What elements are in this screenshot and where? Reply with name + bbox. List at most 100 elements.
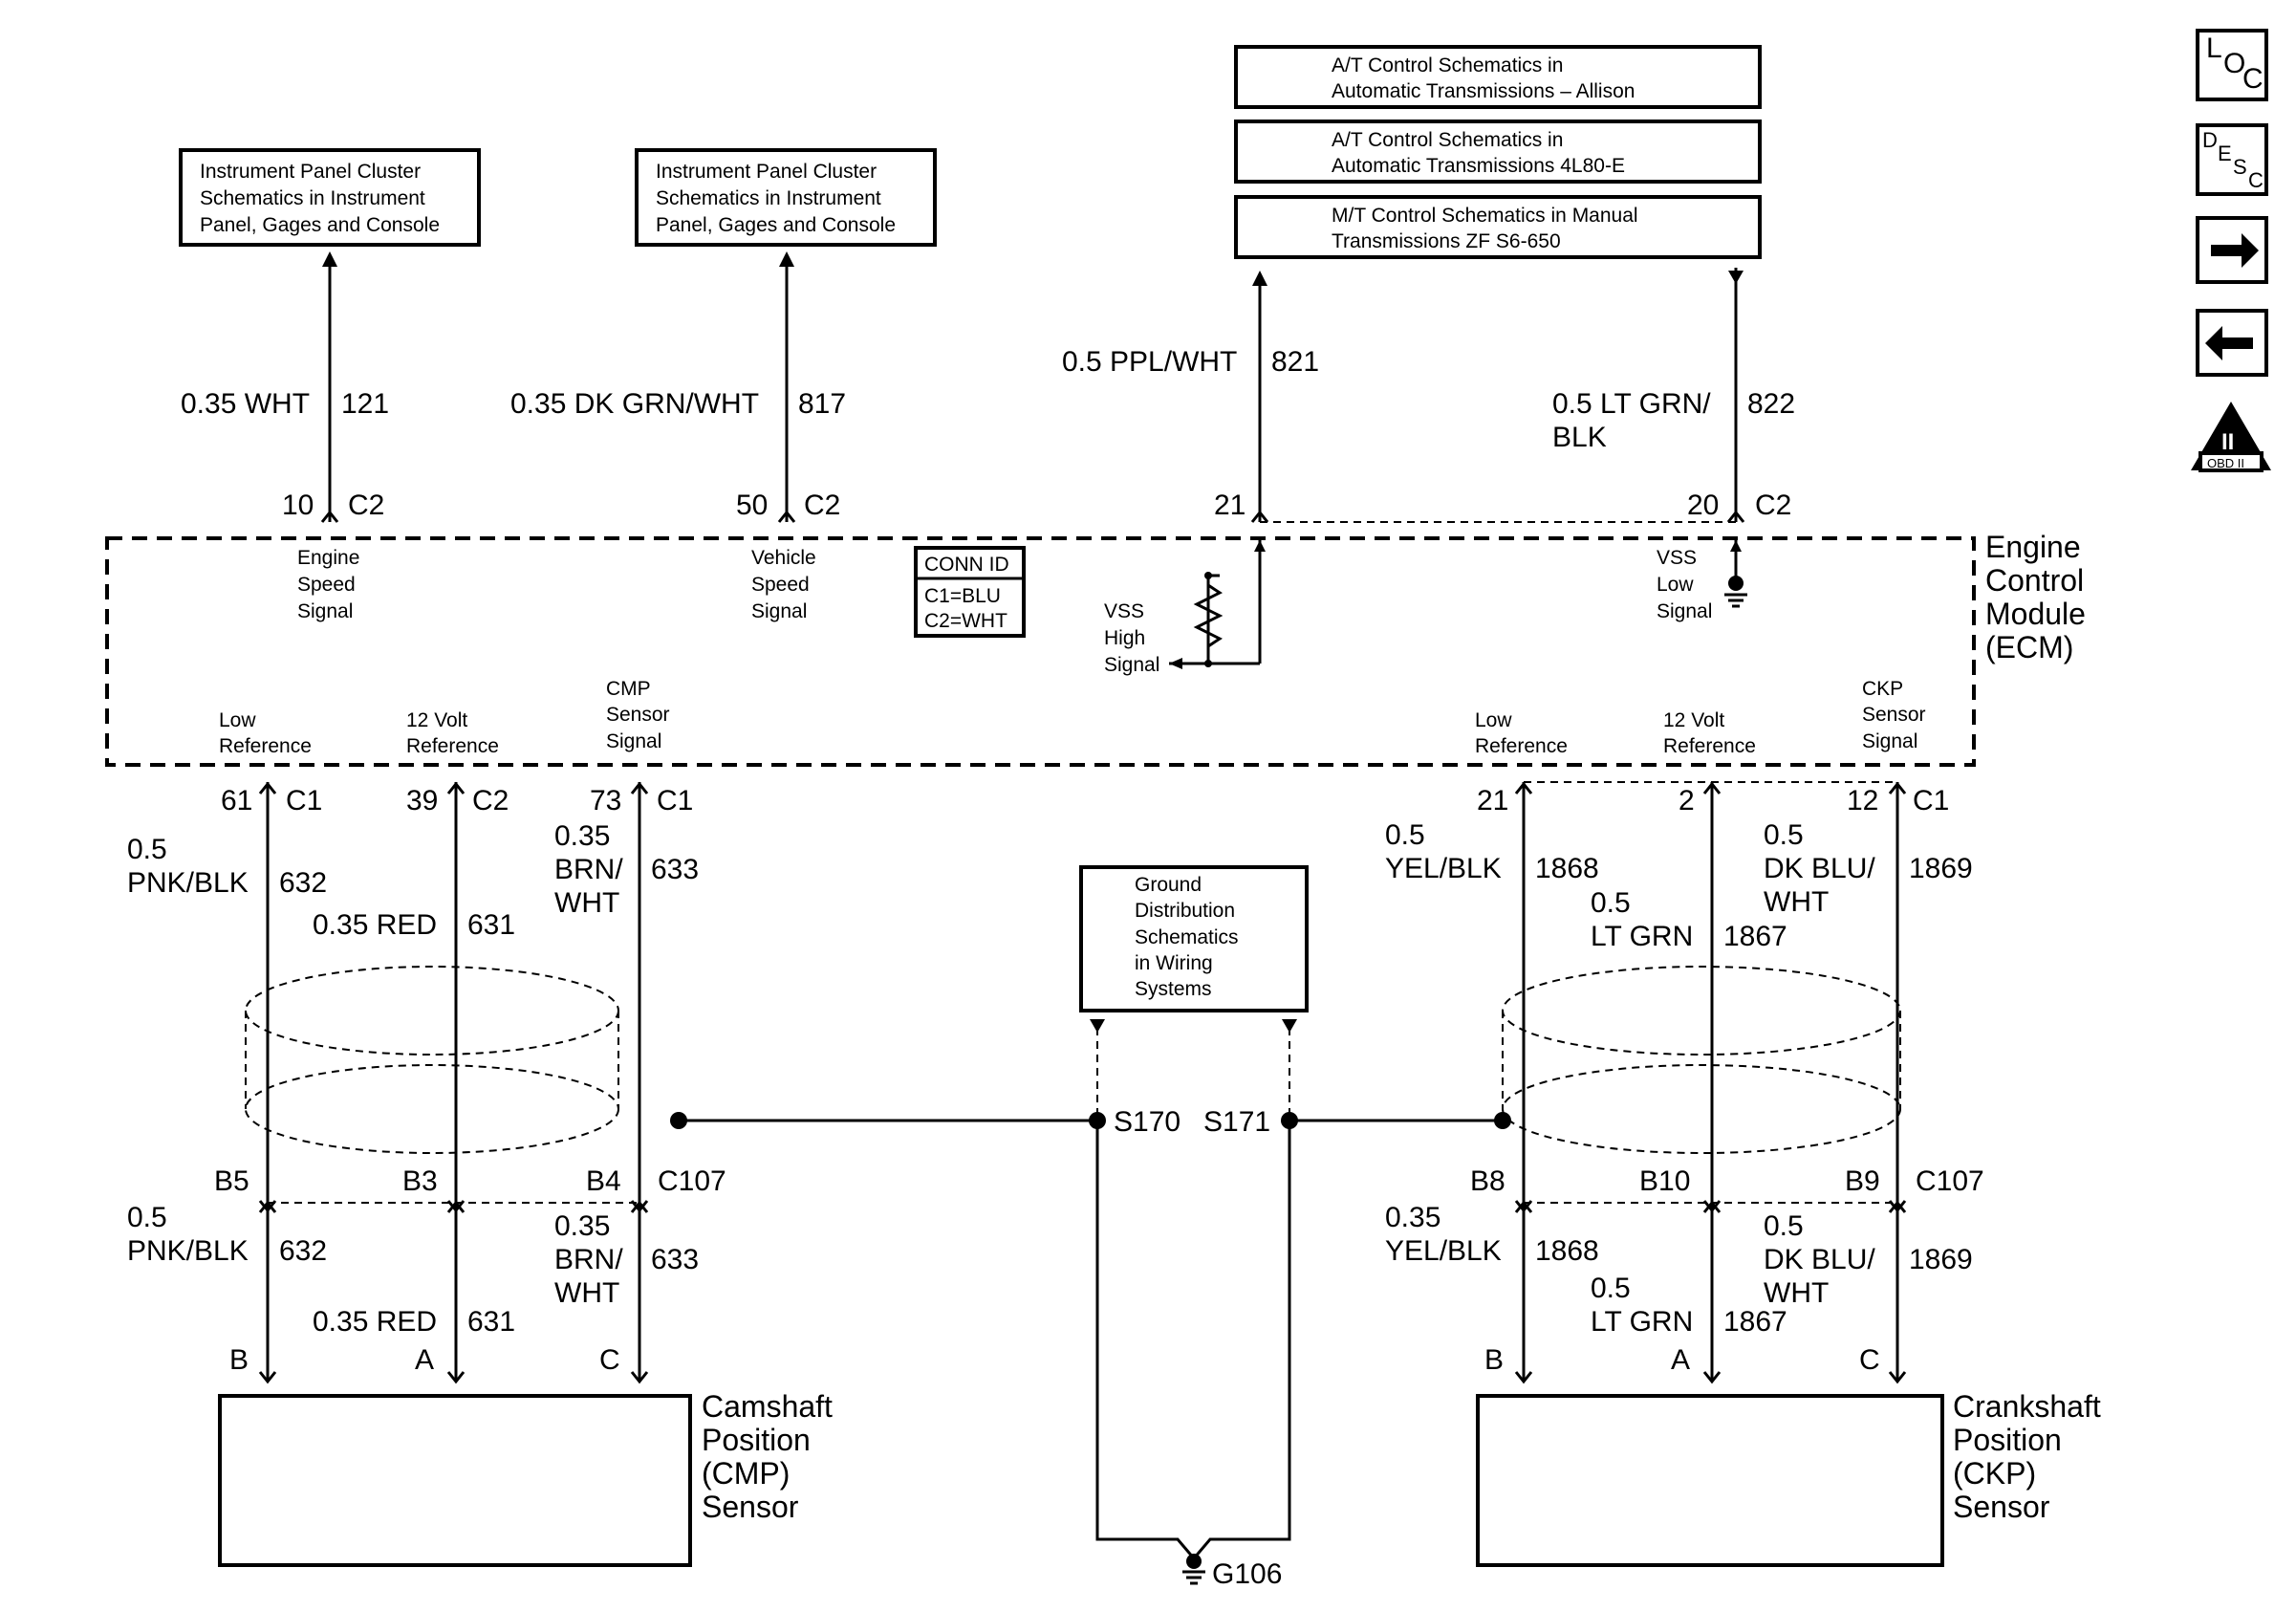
svg-text:Vehicle: Vehicle — [751, 547, 816, 569]
label-cmp-sensor-signal: CMP Sensor Signal — [606, 678, 670, 752]
svg-text:BRN/: BRN/ — [554, 854, 623, 885]
svg-text:1868: 1868 — [1535, 853, 1599, 884]
wire-633[interactable]: 73 C1 0.35 BRN/ WHT 633 B4 C107 0.35 BRN… — [554, 781, 726, 1384]
wire-1869[interactable]: 12 C1 0.5 DK BLU/ WHT 1869 B9 C107 0.5 D… — [1764, 781, 1984, 1384]
svg-text:Speed: Speed — [751, 574, 810, 596]
svg-text:Distribution: Distribution — [1135, 900, 1235, 922]
svg-text:0.5: 0.5 — [1591, 887, 1631, 919]
svg-text:632: 632 — [279, 867, 327, 899]
svg-text:C: C — [2248, 168, 2264, 192]
svg-text:Control: Control — [1985, 563, 2084, 598]
svg-text:C: C — [1859, 1344, 1880, 1376]
svg-text:Speed: Speed — [297, 574, 356, 596]
splice-s170[interactable]: S170 — [1089, 1019, 1180, 1535]
svg-text:631: 631 — [467, 1306, 515, 1338]
svg-text:Camshaft: Camshaft — [702, 1389, 833, 1424]
drain-wire-left — [670, 1112, 1097, 1129]
svg-text:Automatic Transmissions 4L80-E: Automatic Transmissions 4L80-E — [1332, 155, 1625, 177]
svg-text:633: 633 — [651, 1244, 699, 1275]
ref-box-mt-zf[interactable]: M/T Control Schematics in Manual Transmi… — [1234, 195, 1762, 259]
svg-text:DK BLU/: DK BLU/ — [1764, 1244, 1875, 1275]
ref-box-at-allison[interactable]: A/T Control Schematics in Automatic Tran… — [1234, 45, 1762, 109]
ckp-sensor-label: Crankshaft Position (CKP) Sensor — [1953, 1389, 2101, 1524]
ecm-boundary — [105, 536, 1976, 767]
vss-low-ground-icon — [1724, 540, 1747, 608]
ref-box-ground-distribution[interactable]: Ground Distribution Schematics in Wiring… — [1079, 865, 1309, 1012]
cmp-sensor-label: Camshaft Position (CMP) Sensor — [702, 1389, 833, 1524]
svg-text:Sensor: Sensor — [1953, 1490, 2050, 1524]
svg-text:B9: B9 — [1845, 1165, 1880, 1197]
ref-box-ipc-mid[interactable]: Instrument Panel Cluster Schematics in I… — [635, 148, 937, 247]
svg-text:Schematics in Instrument: Schematics in Instrument — [200, 187, 425, 209]
svg-text:39: 39 — [406, 785, 438, 816]
svg-text:Transmissions ZF S6-650: Transmissions ZF S6-650 — [1332, 230, 1561, 252]
svg-text:Instrument Panel Cluster: Instrument Panel Cluster — [200, 161, 421, 183]
svg-text:WHT: WHT — [1764, 1277, 1829, 1309]
svg-text:817: 817 — [798, 388, 846, 420]
svg-text:0.35 WHT: 0.35 WHT — [181, 388, 310, 420]
svg-text:CMP: CMP — [606, 678, 651, 700]
svg-text:Signal: Signal — [1104, 654, 1159, 676]
svg-text:1867: 1867 — [1723, 921, 1787, 952]
svg-text:Signal: Signal — [751, 600, 807, 622]
svg-text:0.35: 0.35 — [554, 820, 610, 852]
svg-text:Panel, Gages and Console: Panel, Gages and Console — [656, 214, 896, 236]
svg-text:Schematics: Schematics — [1135, 926, 1239, 948]
svg-text:21: 21 — [1477, 785, 1508, 816]
svg-text:High: High — [1104, 627, 1145, 649]
cmp-sensor[interactable] — [218, 1394, 692, 1567]
svg-text:Sensor: Sensor — [606, 704, 670, 726]
label-engine-speed-signal: Engine Speed Signal — [297, 547, 359, 622]
loc-icon[interactable]: L O C — [2196, 29, 2268, 101]
wire-822[interactable]: 0.5 LT GRN/ BLK 822 20 C2 — [1552, 268, 1795, 523]
svg-text:S170: S170 — [1114, 1106, 1180, 1138]
wire-632[interactable]: 61 C1 0.5 PNK/BLK 632 B5 0.5 PNK/BLK 632… — [127, 781, 327, 1384]
svg-text:10: 10 — [282, 490, 314, 521]
ref-box-ipc-left[interactable]: Instrument Panel Cluster Schematics in I… — [179, 148, 481, 247]
svg-text:Position: Position — [702, 1423, 811, 1457]
ecm-label: Engine Control Module (ECM) — [1985, 530, 2086, 664]
svg-text:Module: Module — [1985, 597, 2086, 631]
svg-text:C107: C107 — [1916, 1165, 1984, 1197]
svg-text:C1: C1 — [286, 785, 322, 816]
ground-g106[interactable]: G106 — [1095, 1535, 1291, 1590]
svg-text:0.5: 0.5 — [127, 834, 167, 865]
label-low-reference-left: Low Reference — [219, 709, 312, 757]
svg-text:A/T Control Schematics in: A/T Control Schematics in — [1332, 129, 1563, 151]
label-low-reference-right: Low Reference — [1475, 709, 1568, 757]
wire-631[interactable]: 39 C2 0.35 RED 631 B3 0.35 RED 631 A — [313, 781, 515, 1384]
svg-text:Systems: Systems — [1135, 978, 1212, 1000]
svg-text:Sensor: Sensor — [702, 1490, 799, 1524]
svg-text:Automatic Transmissions – Alli: Automatic Transmissions – Allison — [1332, 80, 1635, 102]
svg-text:PNK/BLK: PNK/BLK — [127, 867, 249, 899]
svg-text:WHT: WHT — [1764, 886, 1829, 918]
svg-text:S: S — [2233, 155, 2247, 179]
svg-text:BLK: BLK — [1552, 422, 1607, 453]
wire-821[interactable]: 0.5 PPL/WHT 821 21 — [1062, 271, 1319, 523]
obd-ii-icon[interactable]: II OBD II — [2191, 402, 2271, 472]
wire-1868[interactable]: 21 0.5 YEL/BLK 1868 B8 0.35 YEL/BLK 1868… — [1385, 781, 1599, 1384]
svg-text:633: 633 — [651, 854, 699, 885]
desc-icon[interactable]: D E S C — [2196, 123, 2268, 196]
svg-text:(CKP): (CKP) — [1953, 1456, 2036, 1491]
svg-text:S171: S171 — [1203, 1106, 1270, 1138]
prev-arrow-icon[interactable] — [2196, 309, 2268, 377]
svg-text:WHT: WHT — [554, 887, 619, 919]
svg-text:61: 61 — [221, 785, 252, 816]
ref-box-at-4l80[interactable]: A/T Control Schematics in Automatic Tran… — [1234, 120, 1762, 184]
next-arrow-icon[interactable] — [2196, 216, 2268, 284]
svg-text:PNK/BLK: PNK/BLK — [127, 1235, 249, 1267]
splice-s171[interactable]: S171 — [1203, 1019, 1298, 1535]
svg-text:50: 50 — [736, 490, 768, 521]
svg-text:C: C — [2242, 63, 2264, 95]
svg-text:C2=WHT: C2=WHT — [924, 610, 1007, 632]
wire-121[interactable]: 0.35 WHT 121 10 C2 — [181, 251, 389, 523]
wire-1867[interactable]: 2 0.5 LT GRN 1867 B10 0.5 LT GRN 1867 A — [1591, 781, 1787, 1384]
svg-text:Low: Low — [1475, 709, 1512, 731]
ckp-sensor[interactable] — [1476, 1394, 1944, 1567]
svg-text:C: C — [599, 1344, 620, 1376]
wire-817[interactable]: 0.35 DK GRN/WHT 817 50 C2 — [510, 251, 846, 523]
svg-text:B8: B8 — [1470, 1165, 1505, 1197]
svg-text:B: B — [229, 1344, 249, 1376]
svg-text:C2: C2 — [1755, 490, 1791, 521]
